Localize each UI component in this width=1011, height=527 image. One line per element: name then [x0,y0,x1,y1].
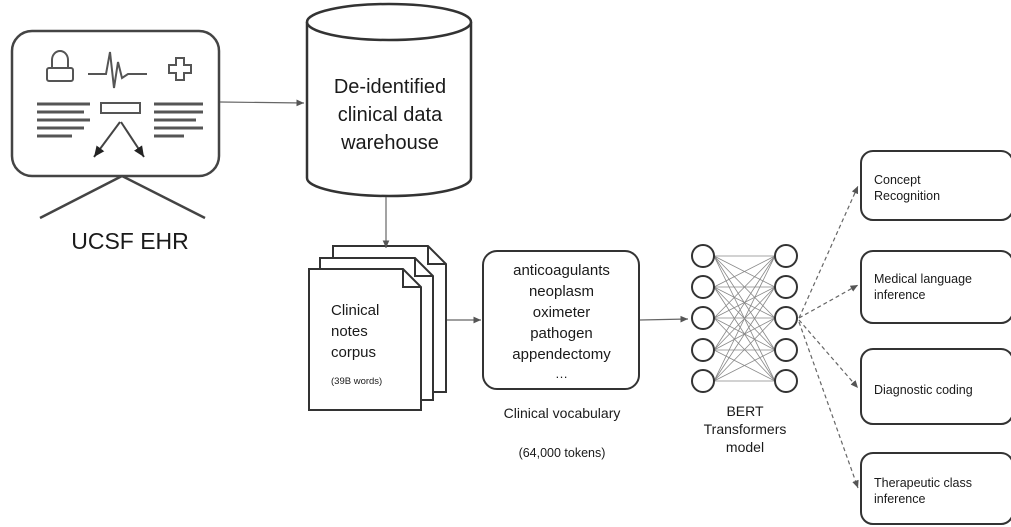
medical-cross-icon [168,57,192,81]
task-label-line: Concept [874,173,921,187]
connectors [219,99,859,489]
corpus-label: Clinical notes corpus [331,300,379,363]
task-boxes [860,150,1011,525]
vocabulary-term: oximeter [532,304,591,321]
network-edge [713,255,776,382]
output-neuron [774,275,798,299]
task-diagnostic-coding: Diagnostic coding [874,382,973,398]
input-neuron [691,369,715,393]
arrow-model-to-medical-language-inference [798,284,859,319]
vocabulary-term: anticoagulants [513,262,610,279]
task-concept-recognition: Concept Recognition [874,172,940,204]
network-edge [713,255,776,288]
model-label: BERT Transformers model [674,402,816,456]
lock-icon [46,50,74,82]
task-therapeutic-class-inference: Therapeutic class inference [874,475,972,507]
vocabulary-term: neoplasm [528,283,595,300]
task-label-line: Diagnostic coding [874,383,973,397]
arrow-vocabulary-to-model [639,315,689,323]
input-neuron [691,275,715,299]
warehouse-label: De-identified clinical data warehouse [308,73,472,157]
data-warehouse-cylinder [305,2,473,198]
network-edge [713,255,776,319]
model-label-line: model [725,439,765,455]
network-edge [713,286,776,382]
network-edge [713,349,776,382]
vocabulary-terms: anticoagulants neoplasm oximeter pathoge… [484,260,639,383]
ehr-monitor [10,29,221,220]
corpus-label-line: Clinical [331,302,380,319]
notes-corpus-stack [308,245,447,411]
document-lines-left [37,102,90,138]
arrow-model-to-therapeutic-class-inference [798,321,859,489]
arrow-model-to-diagnostic-coding [798,319,859,389]
output-neuron [774,338,798,362]
task-label-line: inference [874,492,926,506]
heartbeat-icon [88,51,147,89]
task-label-line: Therapeutic class [874,476,972,490]
arrow-ehr-to-warehouse [219,99,305,107]
corpus-size: (39B words) [331,376,383,387]
task-label-line: inference [874,288,926,302]
output-neuron [774,306,798,330]
network-edge [713,255,776,351]
warehouse-label-line: warehouse [341,132,439,154]
vocabulary-box [482,250,640,390]
output-neuron [774,369,798,393]
network-edge [713,317,776,382]
task-box-diagnostic-coding [860,348,1011,425]
vocabulary-term: appendectomy [512,346,611,363]
task-box-therapeutic-class-inference [860,452,1011,525]
task-medical-language-inference: Medical language inference [874,271,972,303]
vocabulary-term: pathogen [530,325,593,342]
input-neuron [691,338,715,362]
input-neuron [691,244,715,268]
warehouse-label-line: De-identified [333,76,447,98]
model-label-line: Transformers [703,421,787,437]
vocabulary-ellipsis: … [555,366,568,381]
task-label-line: Medical language [874,272,972,286]
task-box-concept-recognition [860,150,1011,221]
task-box-medical-language-inference [860,250,1011,324]
arrow-model-to-concept-recognition [798,185,859,319]
vocabulary-count: (64,000 tokens) [518,446,606,460]
bert-network [691,244,798,393]
task-label-line: Recognition [874,189,941,203]
warehouse-label-line: clinical data [337,104,443,126]
output-neuron [774,244,798,268]
vocabulary-title: Clinical vocabulary [503,405,621,421]
corpus-label-line: corpus [331,344,377,361]
selected-text-box [100,102,141,114]
ehr-label: UCSF EHR [71,228,189,254]
corpus-label-line: notes [331,323,368,340]
model-label-line: BERT [726,403,764,419]
input-neuron [691,306,715,330]
document-lines-right [154,102,203,138]
